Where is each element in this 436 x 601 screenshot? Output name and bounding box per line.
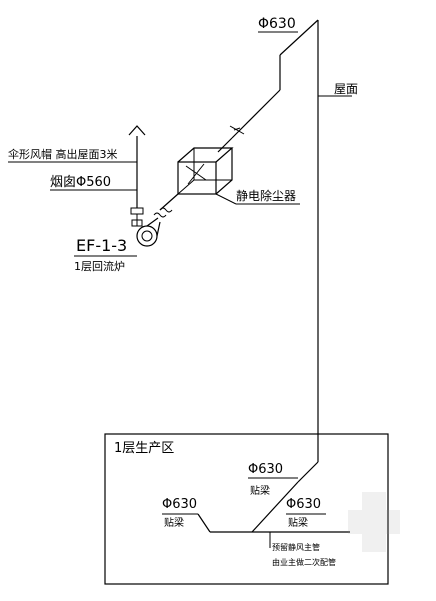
fan-icon (136, 217, 161, 247)
production-zone (104, 433, 389, 585)
right-diameter-label: Φ630 (286, 497, 321, 512)
chimney-label: 烟囱Φ560 (50, 175, 111, 190)
top-diameter-label: Φ630 (258, 16, 296, 32)
damper-symbol (229, 125, 245, 135)
watermark-shape (348, 492, 400, 552)
zone-duct (197, 455, 350, 533)
mid-diameter-label: Φ630 (248, 462, 283, 477)
flex-connector-icon (153, 207, 173, 218)
precipitator-leader (215, 193, 237, 205)
mid-beam-label: 贴梁 (250, 484, 270, 497)
right-beam-label: 贴梁 (288, 516, 308, 529)
note-line-2: 由业主做二次配管 (272, 557, 336, 567)
left-beam-label: 贴梁 (164, 516, 184, 529)
left-diameter-label: Φ630 (162, 497, 197, 512)
precipitator-label: 静电除尘器 (236, 188, 296, 203)
zone-label: 1层生产区 (114, 441, 174, 456)
top-duct (217, 19, 319, 455)
roof-label: 屋面 (334, 82, 358, 96)
umbrella-cap-label: 伞形风帽 高出屋面3米 (8, 147, 118, 161)
fan-code-label: EF-1-3 (76, 236, 127, 255)
fan-duct (159, 193, 179, 211)
note-line-1: 预留静风主管 (272, 542, 320, 552)
fan-desc-label: 1层回流炉 (74, 259, 125, 273)
chimney-stack (128, 125, 146, 227)
electrostatic-precipitator-icon (177, 147, 234, 195)
